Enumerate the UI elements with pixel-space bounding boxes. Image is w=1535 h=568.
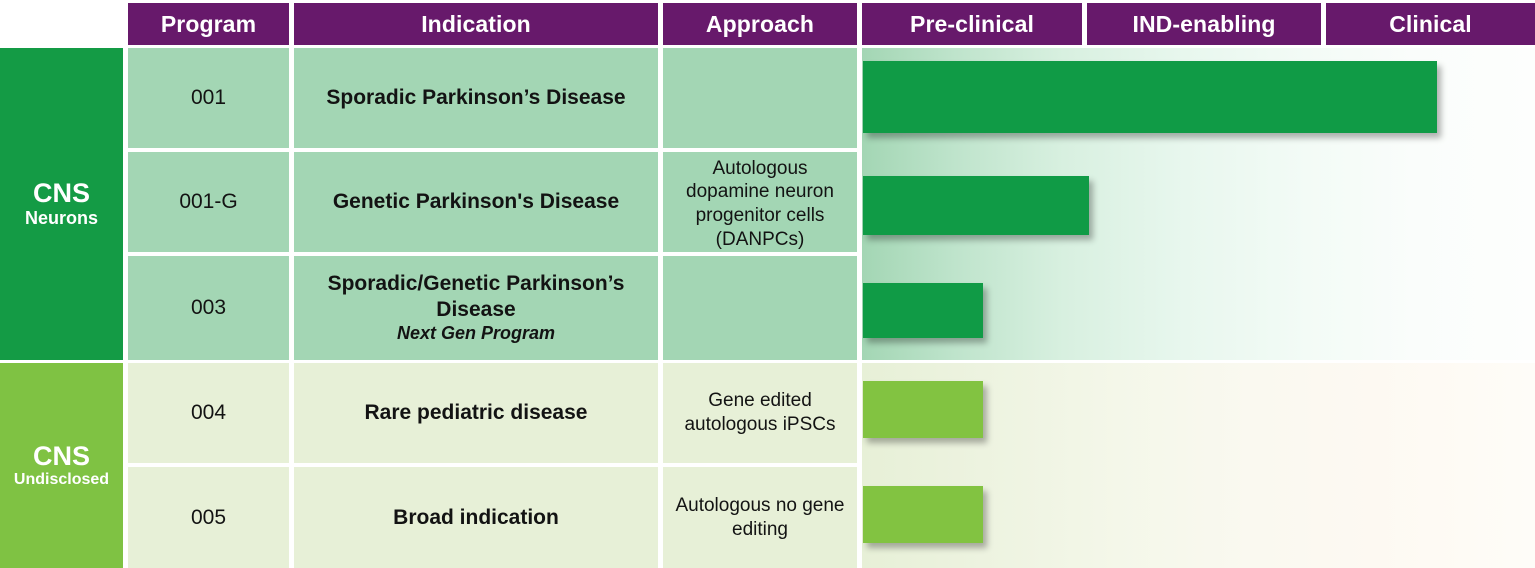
table-row-program-003: 003 (128, 256, 289, 360)
approach-cell-no-gene-editing: Autologous no gene editing (663, 467, 857, 568)
table-row-indication-003: Sporadic/Genetic Parkinson’s Disease Nex… (294, 256, 658, 360)
table-row-indication-005: Broad indication (294, 467, 658, 568)
indication-label: Broad indication (393, 505, 559, 529)
grid-divider-header-program-indication (289, 3, 294, 45)
grid-divider-header-ind-clinical (1321, 3, 1326, 45)
progress-bar-001 (863, 61, 1437, 133)
column-header-approach: Approach (663, 3, 857, 45)
grid-divider-row1-row2 (128, 148, 857, 152)
approach-label: Autologous no gene editing (675, 494, 845, 540)
approach-label: Autologous dopamine neuron progenitor ce… (686, 157, 834, 250)
indication-label: Rare pediatric disease (364, 401, 588, 425)
grid-divider-header-preclinical-ind (1082, 3, 1087, 45)
column-header-program: Program (128, 3, 289, 45)
progress-bar-005 (863, 486, 983, 543)
grid-divider-program-indication (289, 48, 294, 568)
column-header-indication-label: Indication (421, 10, 531, 37)
column-header-ind-enabling: IND-enabling (1087, 3, 1321, 45)
column-header-clinical: Clinical (1326, 3, 1535, 45)
grid-divider-indication-approach (658, 48, 663, 568)
grid-divider-approach-track (857, 48, 862, 568)
table-row-indication-001g: Genetic Parkinson's Disease (294, 152, 658, 252)
table-row-indication-001: Sporadic Parkinson’s Disease (294, 48, 658, 148)
grid-divider-section (128, 360, 1535, 363)
program-code: 001-G (179, 190, 238, 214)
table-row-program-001: 001 (128, 48, 289, 148)
table-row-program-004: 004 (128, 363, 289, 463)
column-header-preclinical-label: Pre-clinical (910, 10, 1034, 37)
column-header-clinical-label: Clinical (1389, 10, 1472, 37)
column-header-indication: Indication (294, 3, 658, 45)
column-header-preclinical: Pre-clinical (862, 3, 1082, 45)
indication-label: Sporadic/Genetic Parkinson’s Disease (327, 272, 625, 321)
progress-bar-004 (863, 381, 983, 438)
indication-label: Sporadic Parkinson’s Disease (326, 86, 626, 110)
progress-bar-003 (863, 283, 983, 338)
table-row-program-001g: 001-G (128, 152, 289, 252)
category-title: CNS (32, 177, 90, 208)
indication-sublabel: Next Gen Program (396, 323, 556, 344)
grid-divider-row2-row3 (128, 252, 857, 256)
column-header-program-label: Program (160, 10, 257, 37)
program-code: 003 (190, 296, 227, 320)
column-header-approach-label: Approach (705, 10, 815, 37)
category-title: CNS (32, 440, 90, 471)
grid-divider-header-indication-approach (658, 3, 663, 45)
program-code: 005 (190, 505, 227, 529)
grid-divider-header-approach-preclinical (857, 3, 862, 45)
grid-divider-row4-row5 (128, 463, 857, 467)
approach-cell-gene-edited: Gene edited autologous iPSCs (663, 363, 857, 463)
program-code: 001 (190, 86, 227, 110)
category-block-cns-undisclosed: CNS Undisclosed (0, 363, 123, 568)
category-subtitle: Undisclosed (13, 470, 110, 488)
category-subtitle: Neurons (24, 208, 98, 229)
program-code: 004 (190, 401, 227, 425)
approach-label: Gene edited autologous iPSCs (684, 390, 836, 435)
progress-bar-001g (863, 176, 1089, 235)
column-header-ind-enabling-label: IND-enabling (1132, 10, 1276, 37)
grid-divider-sidebar (123, 48, 128, 568)
category-block-cns-neurons: CNS Neurons (0, 48, 123, 360)
approach-cell-danpc: Autologous dopamine neuron progenitor ce… (663, 48, 857, 360)
table-row-indication-004: Rare pediatric disease (294, 363, 658, 463)
indication-label: Genetic Parkinson's Disease (332, 190, 620, 214)
table-row-program-005: 005 (128, 467, 289, 568)
